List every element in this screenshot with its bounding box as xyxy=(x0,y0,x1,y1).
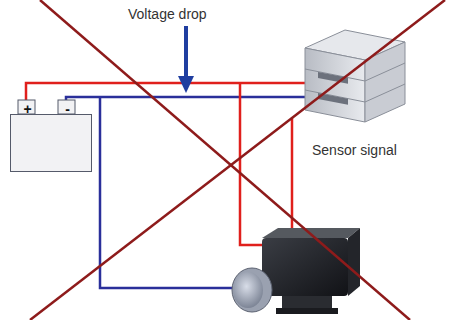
signal-label: Sensor signal xyxy=(312,142,397,158)
sensor-supply-wire xyxy=(240,83,262,245)
battery: +- xyxy=(10,114,92,172)
controller-unit xyxy=(305,30,405,122)
sensor-ground-wire xyxy=(100,97,240,288)
sensor-motor xyxy=(232,228,360,314)
positive-wire xyxy=(26,83,305,100)
terminal-sign: + xyxy=(19,102,36,116)
voltage-drop-arrow xyxy=(178,26,194,93)
negative-wire xyxy=(66,97,305,100)
sensor-signal-wire xyxy=(291,118,294,238)
terminal-sign: - xyxy=(59,102,76,116)
annotation-label: Voltage drop xyxy=(128,6,207,22)
